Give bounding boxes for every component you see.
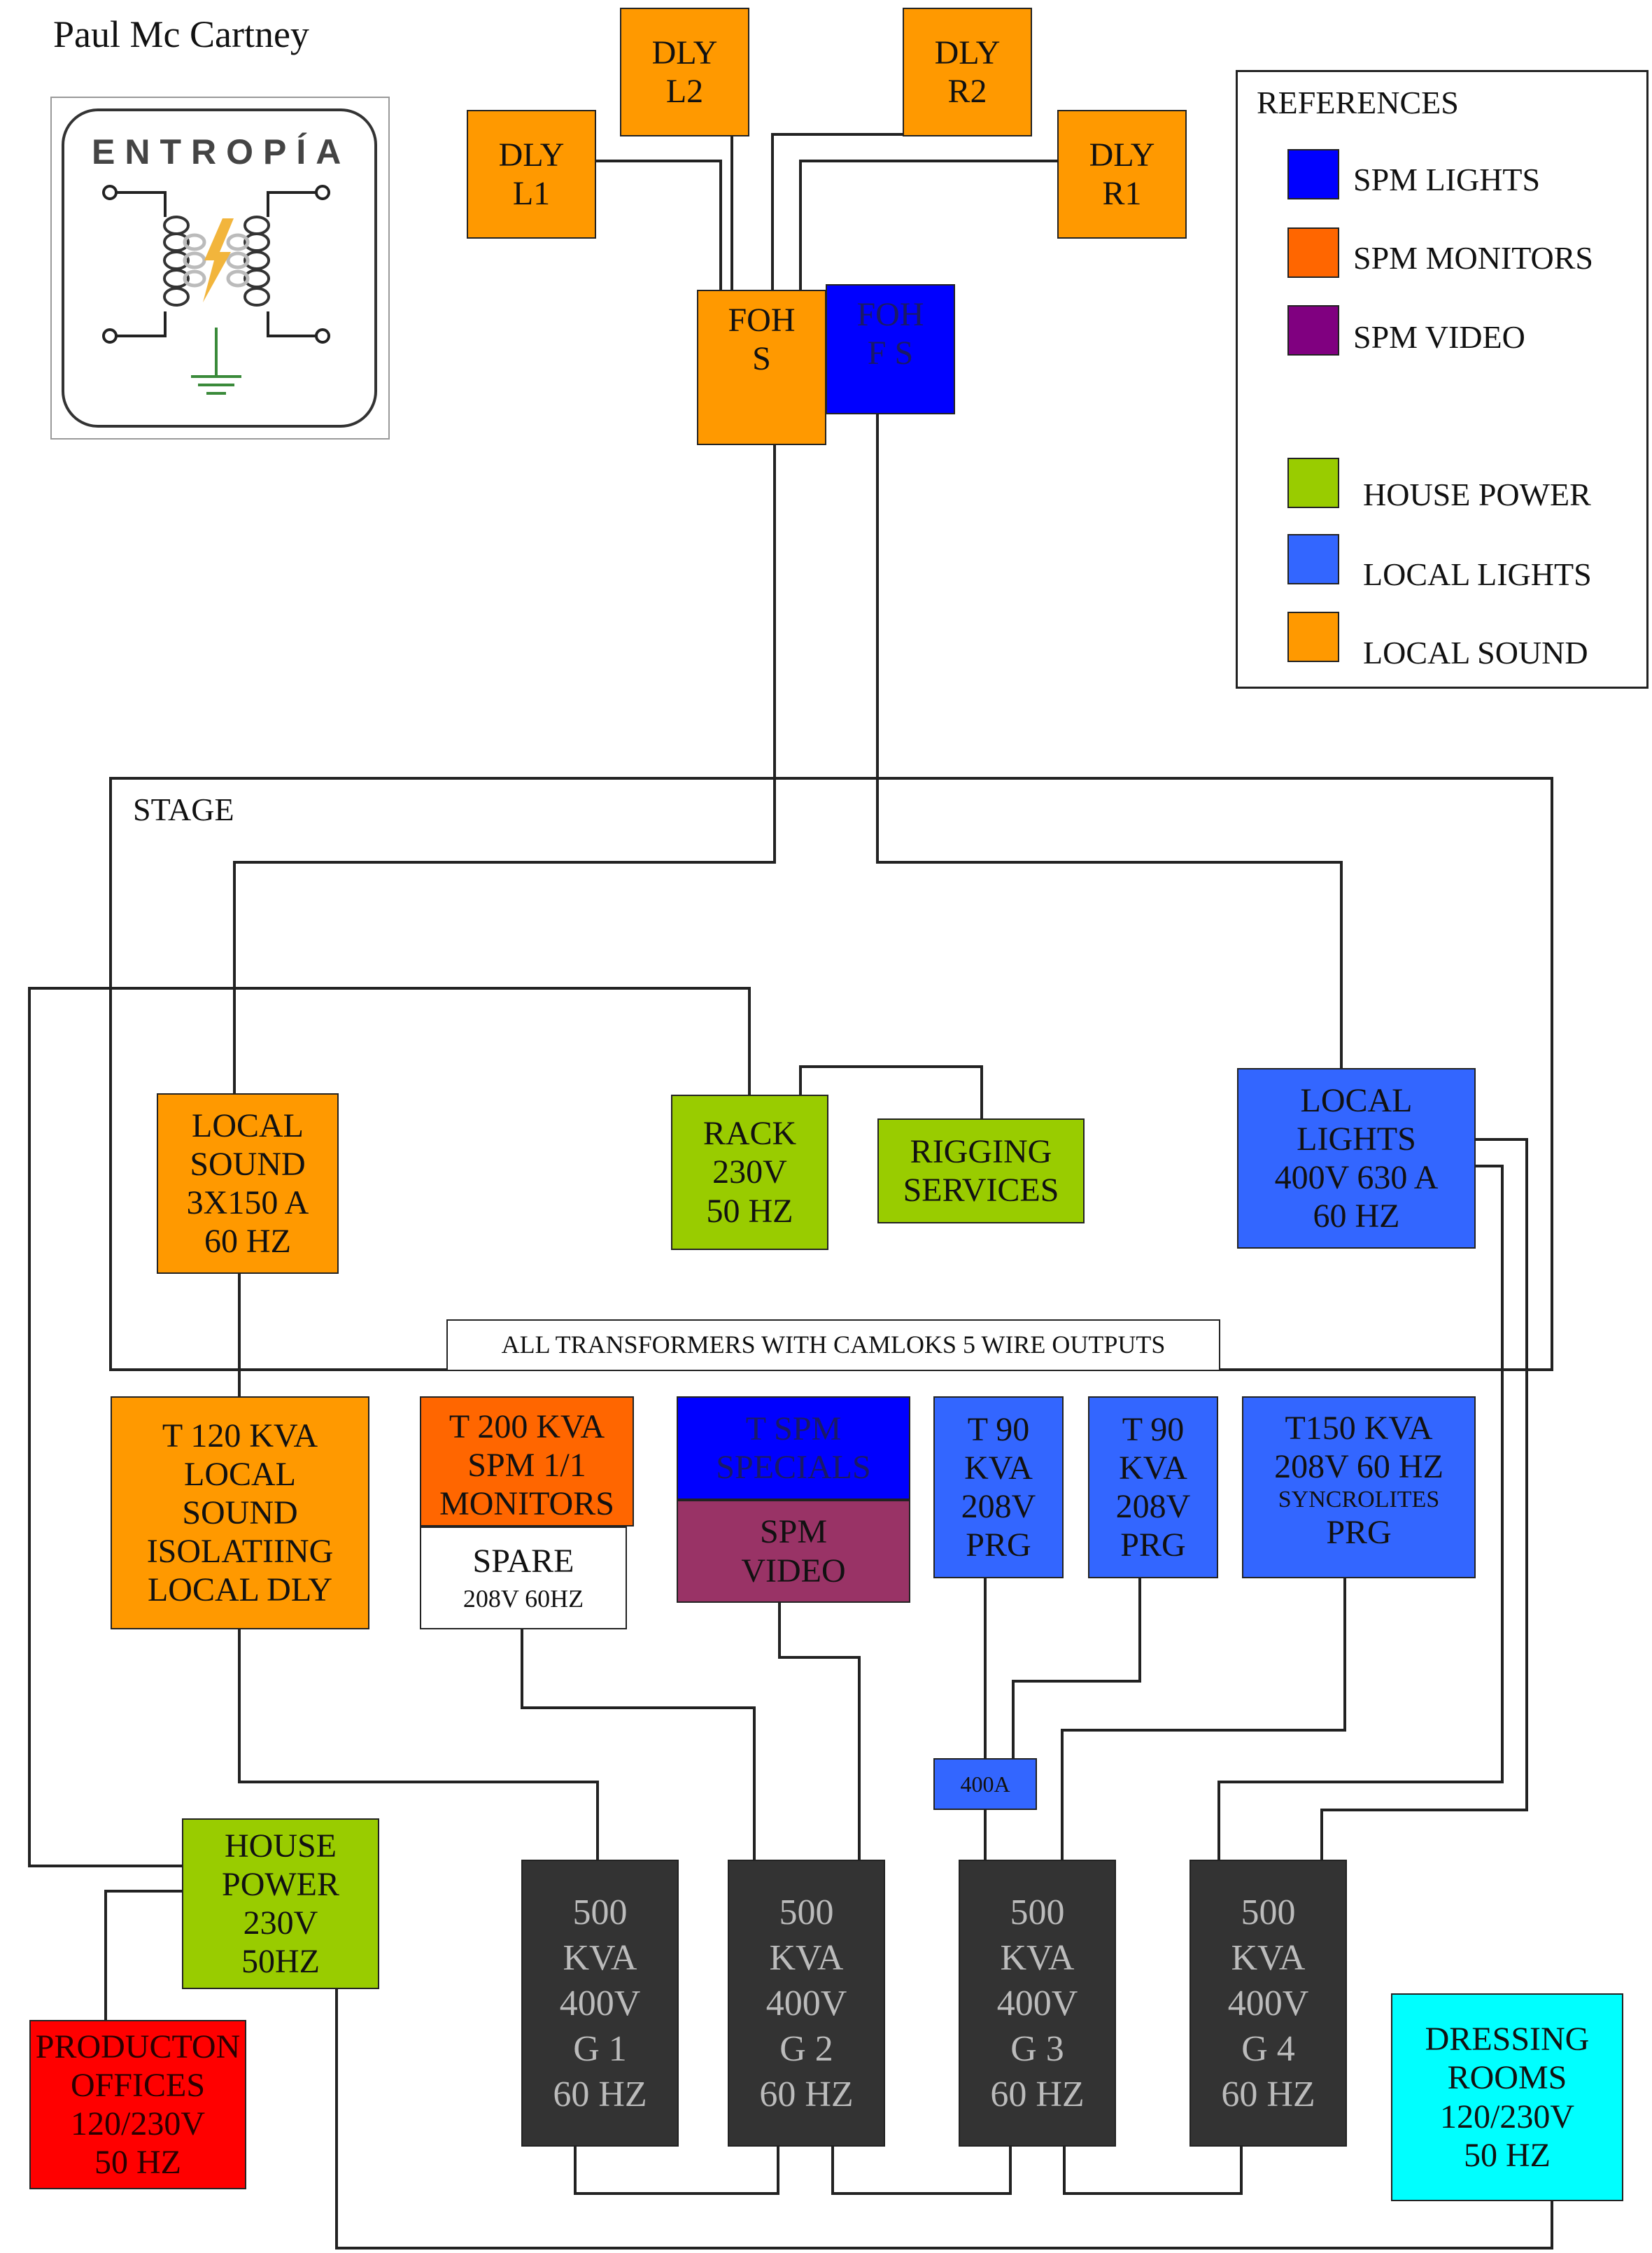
- legend-swatch-spm-lights: [1287, 149, 1339, 199]
- logo-transformer-icon: [102, 185, 330, 395]
- dly-l1-box: DLY L1: [467, 110, 596, 239]
- t120-transformer-box: T 120 KVA LOCAL SOUND ISOLATIING LOCAL D…: [111, 1396, 369, 1629]
- t150-prg: PRG: [1326, 1514, 1392, 1552]
- legend-swatch-local-lights: [1287, 534, 1339, 584]
- legend-label-spm-monitors: SPM MONITORS: [1353, 240, 1593, 276]
- production-offices-box: PRODUCTON OFFICES 120/230V 50 HZ: [29, 2020, 246, 2189]
- wire-t90b-breaker: [1012, 1578, 1141, 1758]
- wire-g1-g2: [574, 2147, 779, 2195]
- generator-g3: 500 KVA 400V G 3 60 HZ: [959, 1860, 1116, 2147]
- wire-dly-r2: [771, 133, 903, 290]
- generator-g1: 500 KVA 400V G 1 60 HZ: [521, 1860, 679, 2147]
- wire-spare-g2: [521, 1629, 756, 1860]
- dly-r2-box: DLY R2: [903, 8, 1032, 136]
- t150-rating: T150 KVA 208V 60 HZ: [1274, 1410, 1443, 1486]
- logo-wordmark: ENTROPÍA: [92, 132, 351, 171]
- wire-dly-l1: [596, 160, 722, 290]
- author-title: Paul Mc Cartney: [53, 13, 309, 55]
- rigging-services-box: RIGGING SERVICES: [877, 1118, 1085, 1223]
- wire-g2-g3: [831, 2147, 1012, 2195]
- spare-subtitle: 208V 60HZ: [463, 1585, 584, 1613]
- t-spm-specials-box: T SPM SPECIALS: [677, 1396, 910, 1500]
- spare-box: SPARE 208V 60HZ: [420, 1526, 627, 1629]
- wire-rack-rigging: [799, 1065, 983, 1118]
- legend-label-house-power: HOUSE POWER: [1363, 477, 1591, 512]
- wire-t150-g3: [1061, 1578, 1346, 1860]
- wire-video-g2: [778, 1603, 861, 1860]
- wire-dly-r1: [799, 160, 1057, 290]
- t150-syncrolites: SYNCROLITES: [1278, 1487, 1440, 1513]
- wire-locallights-g4: [1320, 1138, 1528, 1860]
- wire-foh-s: [233, 445, 776, 1093]
- wire-house-rack: [28, 987, 751, 1867]
- stage-label: STAGE: [133, 792, 234, 827]
- wire-g3-g4: [1063, 2147, 1243, 2195]
- lightning-bolt-icon: [203, 218, 234, 302]
- legend-label-spm-video: SPM VIDEO: [1353, 319, 1525, 355]
- local-lights-box: LOCAL LIGHTS 400V 630 A 60 HZ: [1237, 1068, 1476, 1249]
- rack-box: RACK 230V 50 HZ: [671, 1095, 828, 1250]
- local-sound-box: LOCAL SOUND 3X150 A 60 HZ: [157, 1093, 339, 1274]
- house-power-box: HOUSE POWER 230V 50HZ: [182, 1818, 379, 1989]
- foh-fs-box: FOH F S: [826, 284, 955, 414]
- dressing-rooms-box: DRESSING ROOMS 120/230V 50 HZ: [1391, 1993, 1623, 2201]
- generator-g4: 500 KVA 400V G 4 60 HZ: [1189, 1860, 1347, 2147]
- t200-transformer-box: T 200 KVA SPM 1/1 MONITORS: [420, 1396, 634, 1526]
- wire-locallights-g3: [1217, 1165, 1504, 1860]
- t150-transformer-box: T150 KVA 208V 60 HZ SYNCROLITES PRG: [1242, 1396, 1476, 1578]
- wire-foh-fs: [876, 414, 1343, 1068]
- wire-house-production: [104, 1890, 182, 2020]
- wire-t120-g1: [238, 1629, 599, 1860]
- logo-card: [62, 108, 377, 428]
- references-title: REFERENCES: [1257, 85, 1459, 120]
- legend-swatch-house-power: [1287, 458, 1339, 508]
- legend-swatch-spm-monitors: [1287, 227, 1339, 278]
- legend-swatch-local-sound: [1287, 612, 1339, 662]
- spm-video-box: SPM VIDEO: [677, 1500, 910, 1603]
- dly-r1-box: DLY R1: [1057, 110, 1187, 239]
- foh-s-box: FOH S: [697, 290, 826, 445]
- generator-g2: 500 KVA 400V G 2 60 HZ: [728, 1860, 885, 2147]
- spare-title: SPARE: [472, 1543, 574, 1580]
- legend-label-local-sound: LOCAL SOUND: [1363, 635, 1588, 671]
- t90a-transformer-box: T 90 KVA 208V PRG: [933, 1396, 1064, 1578]
- transformers-note: ALL TRANSFORMERS WITH CAMLOKS 5 WIRE OUT…: [446, 1319, 1220, 1371]
- legend-swatch-spm-video: [1287, 305, 1339, 356]
- breaker-400a-box: 400A: [933, 1758, 1037, 1810]
- wire-house-bottom: [335, 1918, 1553, 2250]
- legend-label-local-lights: LOCAL LIGHTS: [1363, 556, 1592, 592]
- references-panel: [1236, 70, 1649, 689]
- t90b-transformer-box: T 90 KVA 208V PRG: [1088, 1396, 1218, 1578]
- dly-l2-box: DLY L2: [620, 8, 749, 136]
- logo-frame: [50, 97, 390, 440]
- legend-label-spm-lights: SPM LIGHTS: [1353, 162, 1541, 197]
